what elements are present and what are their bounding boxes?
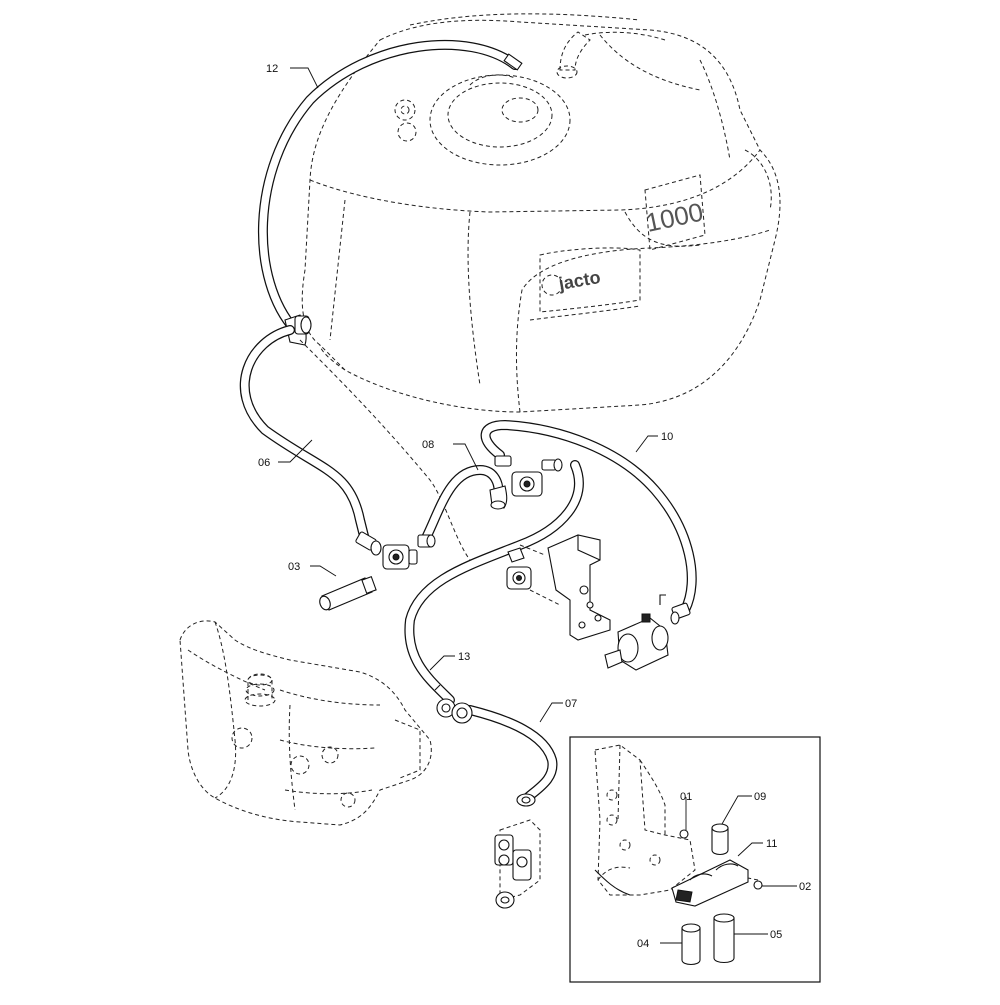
hose-12: [257, 39, 523, 335]
callout-05: 05: [770, 929, 782, 941]
leader-lines: [278, 67, 797, 944]
fitting-06-end: [355, 531, 382, 556]
callout-02: 02: [799, 881, 811, 893]
callout-12: 12: [266, 63, 278, 75]
hose-13: [404, 460, 584, 705]
elbow-fitting-08: [489, 485, 508, 510]
valve-center: [494, 455, 563, 497]
part-02-nut: [753, 880, 763, 890]
callout-08: 08: [422, 439, 434, 451]
callout-03: 03: [288, 561, 300, 573]
hose-07: [465, 705, 558, 805]
main-tank: [301, 13, 781, 413]
callout-11: 11: [766, 838, 777, 850]
callout-09: 09: [754, 791, 766, 803]
callout-06: 06: [258, 457, 270, 469]
part-09-tube: [711, 823, 729, 856]
callout-04: 04: [637, 938, 649, 950]
valve-block: [494, 819, 541, 909]
part-03-pipe: [319, 576, 377, 611]
filter-pump: [604, 613, 669, 671]
hose-06: [239, 325, 370, 545]
callout-13: 13: [458, 651, 470, 663]
fitting-07-end: [516, 793, 536, 807]
assembly-line-1: [529, 589, 561, 606]
mounting-bracket: [547, 534, 611, 641]
valve-left: [382, 544, 418, 570]
detail-frame: [569, 736, 821, 983]
valve-small: [506, 547, 532, 590]
hose-08: [420, 465, 504, 545]
fitting-10-end: [670, 602, 691, 625]
routing-line: [299, 339, 471, 561]
assembly-line-2: [519, 544, 546, 556]
callout-07: 07: [565, 698, 577, 710]
part-01-screw: [679, 829, 689, 839]
part-04-tube: [681, 923, 701, 966]
part-05-tube: [713, 913, 735, 964]
fittings-13: [434, 684, 473, 724]
tank-brand-text: jacto: [556, 267, 602, 294]
hose-10: [480, 420, 697, 615]
detail-inset: [569, 736, 821, 983]
callout-10: 10: [661, 431, 673, 443]
tank-capacity-text: 1000: [643, 196, 706, 237]
clip-10: [659, 594, 666, 605]
hose-12-end-fitting: [503, 53, 523, 71]
callout-01: 01: [680, 791, 692, 803]
fitting-08-end: [417, 534, 436, 548]
clean-water-tank: [179, 620, 432, 826]
